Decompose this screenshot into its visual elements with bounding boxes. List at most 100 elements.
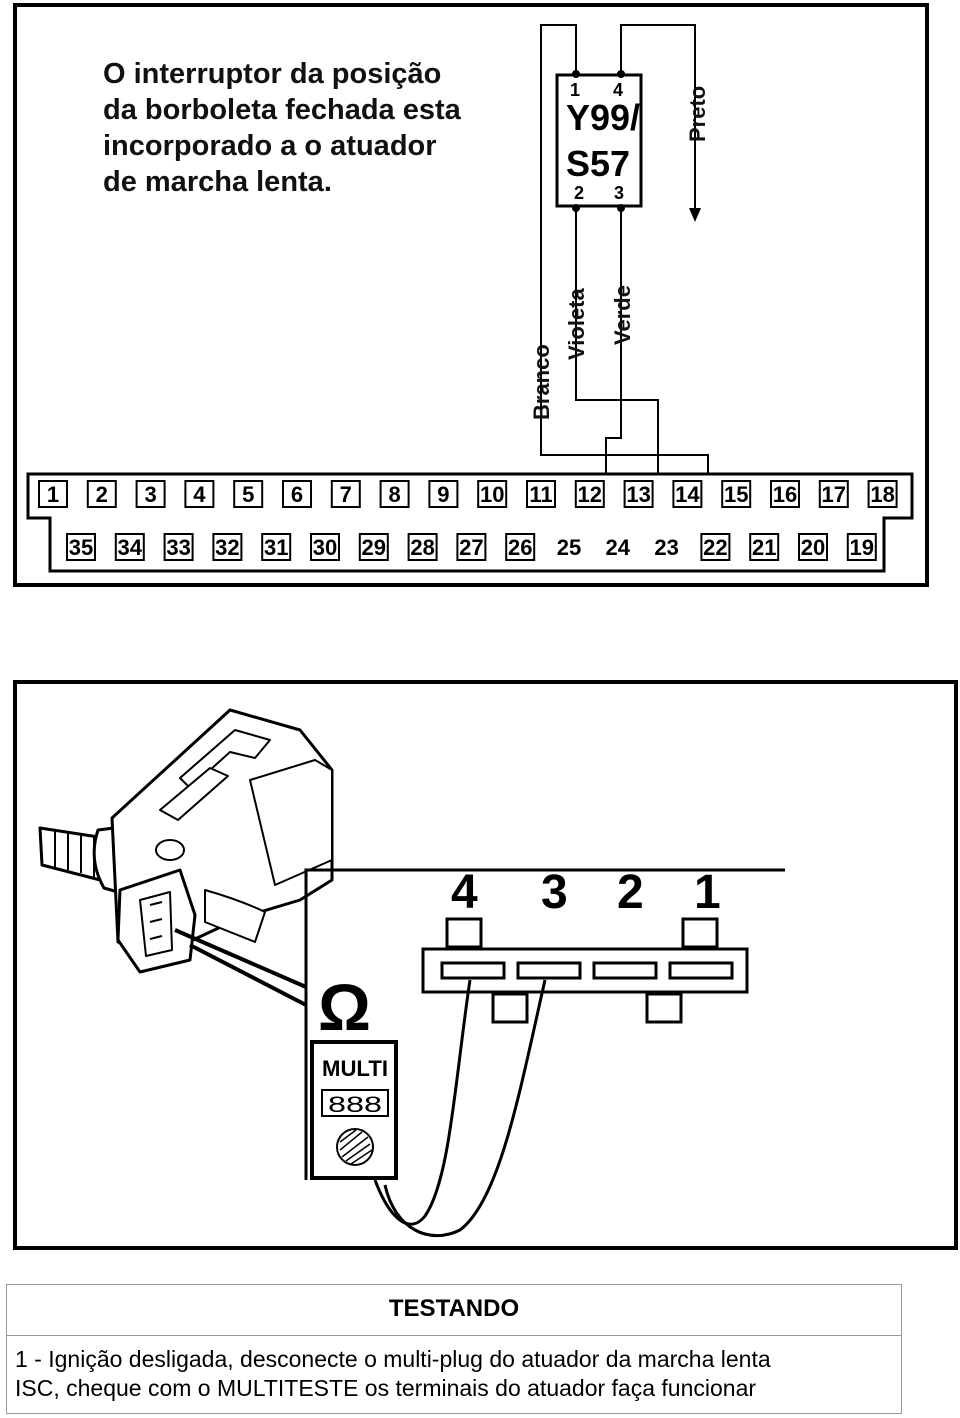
plug-pin-label-2: 2 — [617, 866, 644, 919]
connector-pin-13: 13 — [623, 480, 654, 508]
connector-pin-label: 16 — [773, 482, 797, 507]
meter-label: MULTI — [322, 1056, 388, 1081]
pin-label-4: 4 — [613, 80, 623, 100]
plug-connector — [421, 917, 749, 1024]
connector-pin-18: 18 — [867, 480, 898, 508]
connector-pin-label: 7 — [340, 482, 352, 507]
connector-pin-3: 3 — [135, 480, 166, 508]
connector-pin-33: 33 — [163, 533, 194, 561]
connector-pin-10: 10 — [477, 480, 508, 508]
connector-pin-label: 1 — [47, 482, 59, 507]
caption-box: TESTANDO 1 - Ignição desligada, desconec… — [6, 1284, 902, 1414]
connector-bottom-row: 35 34 33 32 31 30 29 28 27 26 25 24 23 22 21 20 19 — [66, 533, 877, 561]
connector-pin-label: 22 — [703, 535, 727, 560]
test-illustration: 4 3 2 1 Ω MULTI 888 — [13, 680, 958, 1250]
connector-pin-22: 22 — [700, 533, 731, 561]
connector-pin-label: 34 — [118, 535, 143, 560]
wire-label-preto: Preto — [685, 86, 710, 142]
wire-violeta — [575, 208, 659, 522]
connector-pin-8: 8 — [379, 480, 410, 508]
connector-pin-label: 23 — [654, 535, 678, 560]
connector-pin-21: 21 — [749, 533, 780, 561]
note-line-2: da borboleta fechada esta — [103, 94, 462, 126]
caption-line-1: 1 - Ignição desligada, desconecte o mult… — [15, 1346, 771, 1372]
caption-title: TESTANDO — [388, 1295, 520, 1322]
wire-label-violeta: Violeta — [564, 287, 589, 360]
connector-pin-4: 4 — [184, 480, 215, 508]
wire-label-verde: Verde — [610, 285, 635, 345]
wire-preto — [620, 24, 696, 215]
note-line-3: incorporado a o atuador — [103, 130, 437, 162]
connector-pin-label: 17 — [822, 482, 846, 507]
connector-pin-label: 10 — [480, 482, 504, 507]
connector-pin-27: 27 — [456, 533, 487, 561]
connector-pin-7: 7 — [330, 480, 361, 508]
probe-leads — [373, 979, 547, 1238]
connector-pin-23: 23 — [654, 535, 678, 560]
connector-pin-label: 19 — [850, 535, 874, 560]
connector-pin-label: 6 — [291, 482, 303, 507]
connector-pin-label: 35 — [69, 535, 93, 560]
connector-pin-label: 2 — [96, 482, 108, 507]
connector-pin-20: 20 — [798, 533, 828, 561]
note-line-1: O interruptor da posição — [103, 58, 441, 90]
connector-pin-16: 16 — [770, 480, 800, 508]
connector-pin-34: 34 — [114, 533, 145, 561]
connector-pin-35: 35 — [66, 533, 96, 561]
component-label-line1: Y99/ — [566, 97, 640, 138]
schematic-note: O interruptor da posição da borboleta fe… — [103, 58, 462, 198]
pointer-line-1 — [174, 928, 307, 989]
pin-label-2: 2 — [574, 183, 584, 203]
wiring-schematic: O interruptor da posição da borboleta fe… — [13, 3, 929, 587]
connector-pin-2: 2 — [86, 480, 117, 508]
connector-pin-12: 12 — [574, 480, 605, 508]
caption-text: 1 - Ignição desligada, desconecte o mult… — [15, 1345, 895, 1403]
connector-pin-5: 5 — [233, 480, 264, 508]
connector-pin-1: 1 — [38, 480, 68, 508]
connector-pin-label: 13 — [626, 482, 650, 507]
connector-pin-label: 18 — [870, 482, 894, 507]
connector-pin-label: 26 — [508, 535, 532, 560]
caption-divider — [7, 1335, 901, 1336]
connector-pin-label: 31 — [264, 535, 288, 560]
connector-pin-17: 17 — [818, 480, 849, 508]
connector-pin-28: 28 — [407, 533, 438, 561]
idle-actuator — [38, 708, 334, 974]
ohm-symbol: Ω — [318, 970, 371, 1044]
connector-pin-9: 9 — [428, 480, 459, 508]
zoom-panel-border — [304, 868, 785, 1180]
connector-pin-label: 32 — [215, 535, 239, 560]
connector-pin-6: 6 — [282, 480, 312, 508]
connector-pin-14: 14 — [672, 480, 703, 508]
connector-pin-label: 28 — [410, 535, 434, 560]
ground-arrow — [689, 208, 701, 222]
connector-pin-label: 11 — [529, 482, 552, 507]
pin-label-3: 3 — [614, 183, 624, 203]
plug-pin-label-3: 3 — [541, 866, 568, 919]
connector-pin-label: 8 — [388, 482, 400, 507]
connector-pin-label: 12 — [578, 482, 602, 507]
meter-display — [321, 1089, 389, 1117]
caption-line-2: ISC, cheque com o MULTITESTE os terminai… — [15, 1375, 757, 1401]
connector-pin-label: 5 — [242, 482, 254, 507]
note-line-4: de marcha lenta. — [103, 166, 332, 198]
connector-pin-24: 24 — [606, 535, 631, 560]
connector-pin-label: 30 — [313, 535, 337, 560]
plug-pin-label-1: 1 — [694, 866, 721, 919]
connector-pin-25: 25 — [557, 535, 581, 560]
connector-pin-29: 29 — [358, 533, 389, 561]
connector-pin-label: 21 — [752, 535, 776, 560]
connector-pin-15: 15 — [721, 480, 752, 508]
pointer-line-2 — [189, 943, 307, 1007]
connector-pin-label: 27 — [459, 535, 483, 560]
component-y99-s57: Y99/ S57 1 4 2 3 — [555, 70, 643, 212]
connector-pin-19: 19 — [846, 533, 877, 561]
connector-pin-11: 11 — [526, 480, 556, 508]
connector-pin-31: 31 — [261, 533, 292, 561]
connector-pin-label: 9 — [437, 482, 449, 507]
component-label-line2: S57 — [566, 143, 630, 184]
connector-pin-label: 20 — [801, 535, 825, 560]
connector-pin-30: 30 — [310, 533, 340, 561]
